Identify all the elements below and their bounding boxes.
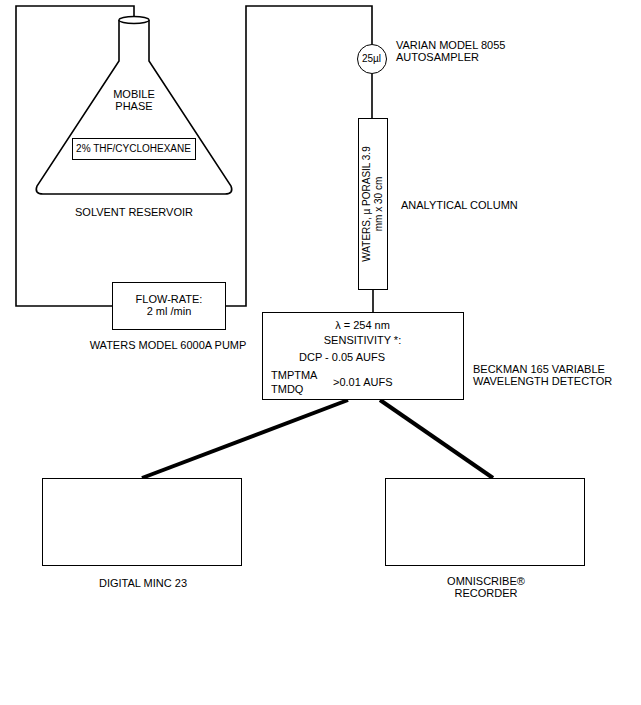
signal-line [142, 400, 348, 478]
component-label: DIGITAL MINC 23 [43, 577, 243, 589]
box-text: MOBILE PHASE [96, 88, 172, 112]
component-label: OMNISCRIBE® RECORDER [426, 575, 546, 599]
box-text: TMDQ [271, 383, 329, 395]
solvent-box: 2% THF/CYCLOHEXANE [72, 138, 196, 160]
recorder-box: DIGITAL MINC 23 [42, 478, 242, 566]
box-text: 25µl [356, 53, 387, 65]
flask-outline [36, 20, 232, 194]
detector-box: λ = 254 nm SENSITIVITY *: DCP - 0.05 AUFS T… [262, 312, 464, 400]
box-text: 2% THF/CYCLOHEXANE [73, 143, 194, 155]
component-label: ANALYTICAL COLUMN [401, 199, 541, 211]
recorder-box: OMNISCRIBE® RECORDER [385, 478, 585, 566]
component-label: VARIAN MODEL 8055 AUTOSAMPLER [396, 39, 536, 63]
component-label: WATERS MODEL 6000A PUMP [68, 339, 268, 351]
component-label: SOLVENT RESERVOIR [14, 206, 254, 218]
autosampler-circle: 25µlVARIAN MODEL 8055 AUTOSAMPLER [357, 44, 387, 74]
flask-mouth [119, 17, 149, 24]
box-text: SENSITIVITY *: [263, 334, 462, 346]
box-text: WATERS, µ PORASIL 3.9 mm x 30 cm [361, 146, 385, 262]
box-text: >0.01 AUFS [333, 376, 459, 388]
component-label: BECKMAN 165 VARIABLE WAVELENGTH DETECTOR [473, 363, 633, 387]
flow-line [372, 290, 374, 312]
flow-line [371, 74, 373, 118]
box-text: TMPTMA [271, 369, 329, 381]
box-text: FLOW-RATE: 2 ml /min [132, 293, 206, 317]
flow-line [226, 6, 372, 306]
flask-reservoir: MOBILE PHASESOLVENT RESERVOIR2% THF/CYCL… [34, 16, 234, 196]
box-text: DCP - 0.05 AUFS [299, 351, 459, 363]
box-text: λ = 254 nm [263, 319, 462, 331]
column-box: WATERS, µ PORASIL 3.9 mm x 30 cmANALYTIC… [358, 118, 388, 290]
pump-box: FLOW-RATE: 2 ml /minWATERS MODEL 6000A P… [112, 282, 226, 330]
signal-line [380, 400, 493, 478]
